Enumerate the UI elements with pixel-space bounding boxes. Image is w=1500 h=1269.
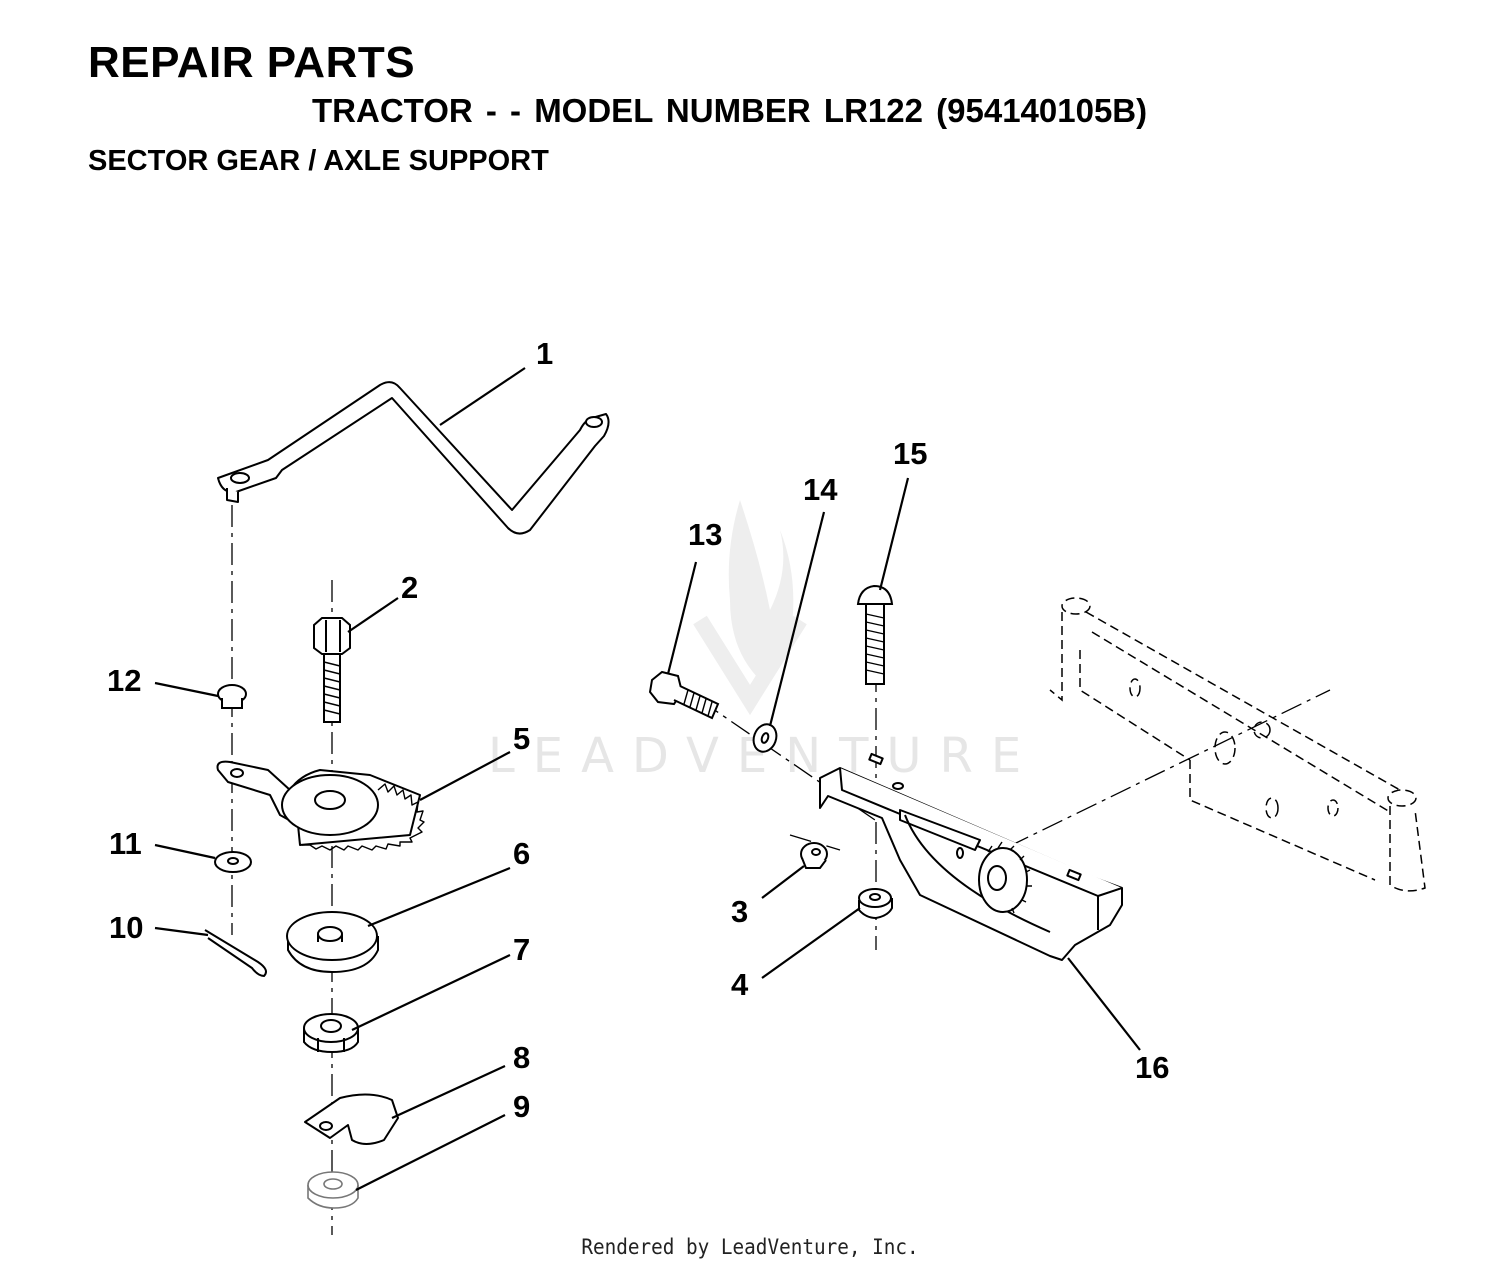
- callout-2: 2: [401, 570, 418, 605]
- callout-11: 11: [109, 826, 142, 861]
- clamp-8: [304, 1093, 399, 1145]
- callout-13: 13: [688, 517, 722, 552]
- model-subtitle: TRACTOR - - MODEL NUMBER LR122 (95414010…: [312, 92, 1148, 129]
- callout-10: 10: [109, 910, 143, 945]
- callout-1: 1: [536, 336, 553, 371]
- callout-labels: 1 2 3 4 5 6 7 8 9 10 11 12 13 14 15 16: [107, 336, 1169, 1124]
- bolt-13: [648, 670, 720, 720]
- callout-9: 9: [513, 1089, 530, 1124]
- cotter-pin-10: [204, 929, 267, 978]
- section-title: SECTOR GEAR / AXLE SUPPORT: [88, 145, 549, 177]
- axle-support-bracket: [819, 752, 1123, 961]
- leader-lines: [154, 367, 1141, 1191]
- callout-7: 7: [513, 932, 530, 967]
- nut-4: [858, 888, 893, 920]
- callout-5: 5: [513, 721, 530, 756]
- callout-15: 15: [893, 436, 927, 471]
- footer-credit: Rendered by LeadVenture, Inc.: [581, 1235, 919, 1259]
- bolt-15: [856, 584, 894, 685]
- washer-6: [286, 911, 379, 974]
- callout-12: 12: [107, 663, 141, 698]
- nut-3: [800, 842, 828, 869]
- page-title: REPAIR PARTS: [88, 38, 416, 87]
- callout-4: 4: [731, 967, 749, 1002]
- nut-9: [307, 1171, 359, 1209]
- callout-8: 8: [513, 1040, 530, 1075]
- callout-3: 3: [731, 894, 748, 929]
- drag-link: [217, 381, 610, 535]
- washer-11: [214, 851, 252, 873]
- callout-6: 6: [513, 836, 530, 871]
- nut-7: [303, 1013, 359, 1054]
- nut-12: [217, 684, 247, 709]
- callout-14: 14: [803, 472, 838, 507]
- callout-16: 16: [1135, 1050, 1169, 1085]
- sector-gear: [216, 760, 425, 851]
- front-axle-reference: [1049, 597, 1426, 892]
- bolt-2: [313, 617, 351, 723]
